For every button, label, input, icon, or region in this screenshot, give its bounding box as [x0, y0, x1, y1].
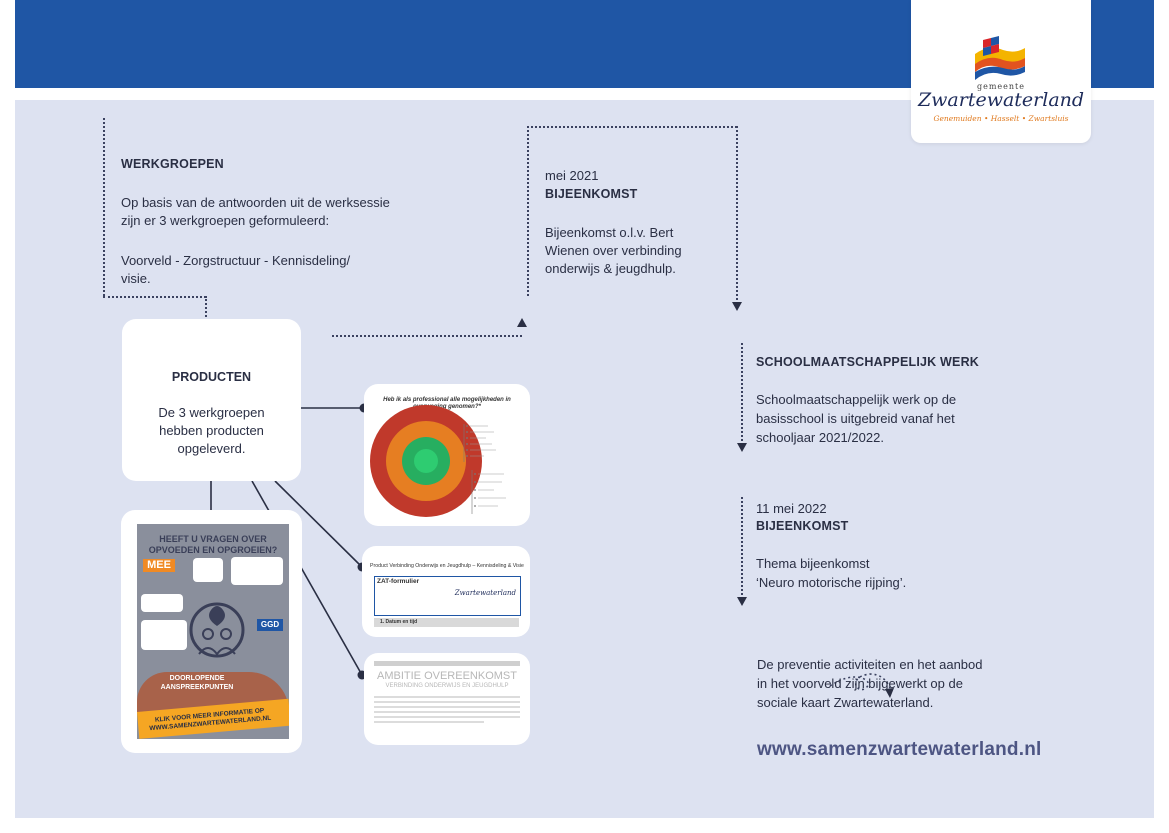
gemeente-logo: gemeente Zwartewaterland Genemuiden • Ha…: [911, 0, 1091, 143]
poster-speech-bubble: [231, 557, 283, 585]
producten-line: opgeleverd.: [177, 441, 246, 456]
website-link[interactable]: www.samenzwartewaterland.nl: [757, 739, 1042, 760]
preventie-line: in het voorveld zijn bijgewerkt op de: [757, 676, 963, 691]
bijeenkomst1-title: BIJEENKOMST: [545, 187, 638, 201]
producten-line: De 3 werkgroepen: [158, 405, 265, 420]
poster-speech-bubble: [141, 620, 187, 650]
thumb-ambitie-line1: AMBITIE OVEREENKOMST: [377, 670, 517, 682]
poster-speech-bubble: [193, 558, 223, 582]
poster-image: HEEFT U VRAGEN OVER OPVOEDEN EN OPGROEIE…: [137, 524, 289, 739]
poster-title-line: HEEFT U VRAGEN OVER: [159, 534, 267, 544]
thumb-ambitie-line2: VERBINDING ONDERWIJS EN JEUGDHULP: [385, 683, 509, 689]
preventie-line: De preventie activiteiten en het aanbod: [757, 657, 983, 672]
connector-line: [205, 296, 207, 332]
werkgroepen-line: Voorveld - Zorgstructuur - Kennisdeling/: [121, 253, 351, 268]
bijeenkomst2-line: Thema bijeenkomst: [756, 556, 870, 571]
thumb-zat-form: ZAT-formulier: [377, 578, 420, 585]
bijeenkomst2-title: BIJEENKOMST: [756, 519, 849, 533]
smw-title: SCHOOLMAATSCHAPPELIJK WERK: [756, 355, 980, 369]
bijeenkomst1-line: Wienen over verbinding: [545, 243, 682, 258]
zat-row-bar: 1. Datum en tijd: [374, 618, 519, 627]
connector-line: [741, 497, 743, 595]
smw-line: Schoolmaatschappelijk werk op de: [756, 392, 957, 407]
connector-line: [103, 118, 105, 296]
producten-line: hebben producten: [159, 423, 264, 438]
connector-line: [103, 296, 206, 298]
bijeenkomst2-date: 11 mei 2022: [756, 501, 827, 516]
ambitie-top-bar: [374, 661, 520, 666]
zat-logo-small: Zwartewaterland: [454, 589, 516, 597]
connector-line: [332, 335, 522, 337]
poster-doorlopend: DOORLOPENDE AANSPREEKPUNTEN: [157, 674, 237, 692]
poster-doorlopend-line: AANSPREEKPUNTEN: [160, 684, 234, 691]
curly-arrow-icon: [829, 673, 894, 698]
concentric-circles-icon: [370, 405, 506, 517]
werkgroepen-line: visie.: [121, 271, 151, 286]
bijeenkomst1-line: onderwijs & jeugdhulp.: [545, 261, 676, 276]
smw-line: schooljaar 2021/2022.: [756, 430, 884, 445]
thumb-circle-title: overweging genomen?*: [413, 404, 481, 410]
werkgroepen-line: Op basis van de antwoorden uit de werkse…: [121, 195, 390, 210]
family-heart-icon: [189, 602, 245, 658]
thumb-zat-title: Product Verbinding Onderwijs en Jeugdhul…: [370, 563, 524, 569]
thumbnail-ambitie-overeenkomst[interactable]: AMBITIE OVEREENKOMST VERBINDING ONDERWIJ…: [364, 653, 530, 745]
arrow-down-icon: [737, 443, 747, 452]
thumb-circle-title: Heb ik als professional alle mogelijkhed…: [383, 397, 511, 403]
zat-form-box: ZAT-formulier Zwartewaterland: [374, 576, 521, 616]
arrow-down-icon: [737, 597, 747, 606]
connector-line: [741, 343, 743, 441]
poster-speech-bubble: [141, 594, 183, 612]
thumbnail-circle-diagram[interactable]: Heb ik als professional alle mogelijkhed…: [364, 384, 530, 526]
poster-title-line: OPVOEDEN EN OPGROEIEN?: [148, 545, 278, 555]
poster-doorlopend-line: DOORLOPENDE: [169, 675, 225, 682]
logo-name: Zwartewaterland: [917, 89, 1085, 111]
producten-card: PRODUCTEN De 3 werkgroepen hebben produc…: [122, 319, 301, 481]
logo-places: Genemuiden • Hasselt • Zwartsluis: [933, 114, 1069, 123]
connector-line: [736, 126, 738, 300]
arrow-down-icon: [732, 302, 742, 311]
preventie-line: sociale kaart Zwartewaterland.: [757, 695, 934, 710]
logo-gemeente-text: gemeente: [976, 82, 1025, 91]
bijeenkomst1-line: Bijeenkomst o.l.v. Bert: [545, 225, 674, 240]
werkgroepen-line: zijn er 3 werkgroepen geformuleerd:: [121, 213, 330, 228]
werkgroepen-title: WERKGROEPEN: [121, 157, 224, 171]
ambitie-text-lines: [374, 696, 520, 723]
arrow-up-icon: [517, 318, 527, 327]
connector-line: [527, 126, 529, 296]
poster-ggd-badge: GGD: [257, 619, 283, 631]
producten-body: De 3 werkgroepen hebben producten opgele…: [122, 404, 301, 458]
bijeenkomst2-line: ‘Neuro motorische rijping’.: [756, 575, 907, 590]
bijeenkomst1-date: mei 2021: [545, 168, 599, 183]
smw-line: basisschool is uitgebreid vanaf het: [756, 411, 955, 426]
thumb-zat-item: 1. Datum en tijd: [380, 619, 418, 625]
connector-line: [527, 126, 737, 128]
thumbnail-zat-formulier[interactable]: Product Verbinding Onderwijs en Jeugdhul…: [362, 546, 530, 637]
flag-logo-icon: [975, 36, 1025, 80]
poster-title: HEEFT U VRAGEN OVER OPVOEDEN EN OPGROEIE…: [137, 534, 289, 556]
producten-title: PRODUCTEN: [171, 370, 252, 384]
poster-mee-badge: MEE: [143, 559, 175, 572]
